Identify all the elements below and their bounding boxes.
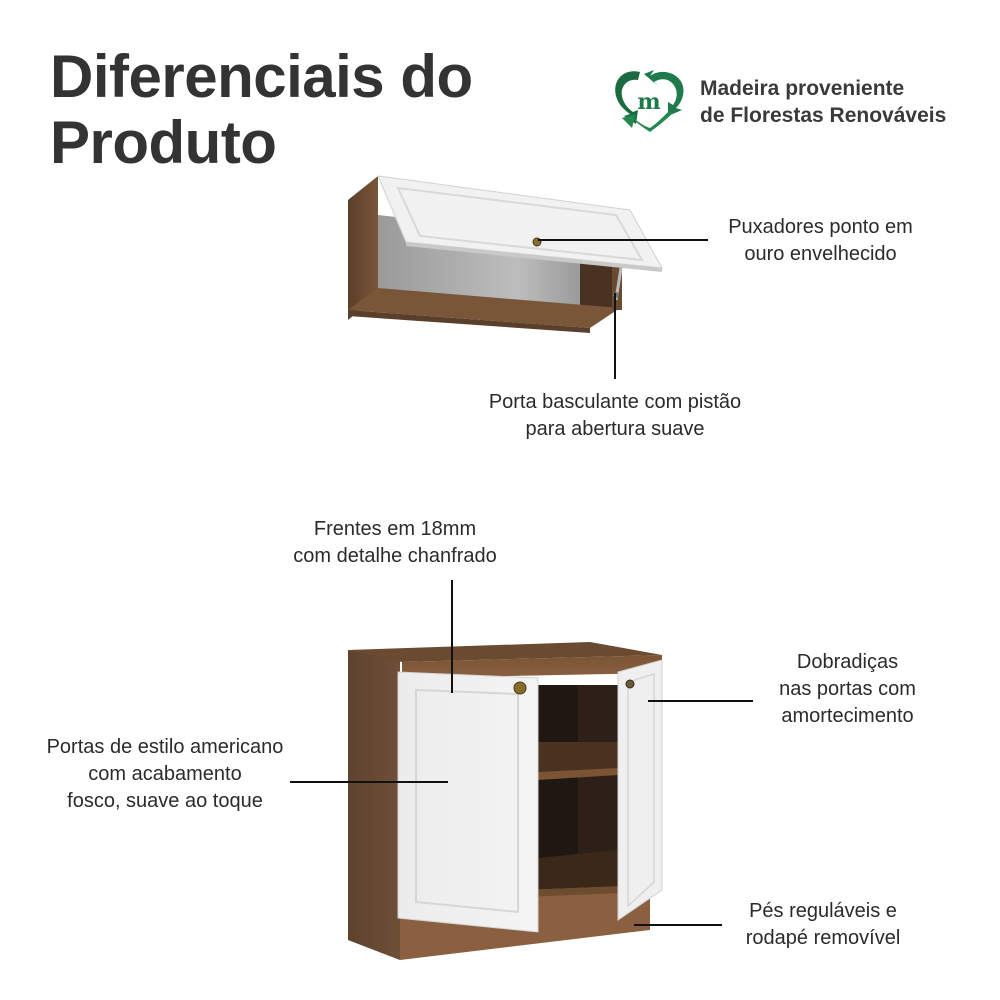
callout-doors-line-1: Portas de estilo americano: [46, 736, 284, 758]
badge-text: Madeira proveniente de Florestas Renováv…: [700, 75, 946, 129]
callout-line-handles: [538, 239, 708, 241]
callout-doors-line-2: com acabamento: [88, 763, 242, 785]
callout-line-feet: [634, 924, 722, 926]
callout-fronts-line-1: Frentes em 18mm: [313, 518, 477, 540]
callout-fronts-line-2: com detalhe chanfrado: [293, 545, 497, 567]
title-line-2: Produto: [50, 109, 277, 176]
svg-text:m: m: [637, 89, 660, 115]
callout-flip-door: Porta basculante com pistão para abertur…: [455, 389, 775, 443]
callout-flip-door-line-2: para abertura suave: [525, 418, 705, 440]
renewable-wood-badge: m Madeira proveniente de Florestas Renov…: [610, 66, 946, 138]
title-line-1: Diferenciais do: [50, 43, 473, 110]
wall-cabinet-image: [340, 170, 670, 335]
callout-hinges-line-2: nas portas com: [779, 678, 916, 700]
page-title: Diferenciais do Produto: [50, 44, 473, 176]
recycle-heart-m-icon: m: [610, 66, 688, 138]
callout-line-fronts: [451, 580, 453, 693]
callout-handles-line-2: ouro envelhecido: [744, 243, 897, 265]
callout-fronts: Frentes em 18mm com detalhe chanfrado: [260, 516, 530, 570]
callout-hinges: Dobradiças nas portas com amortecimento: [755, 649, 940, 730]
base-cabinet-image: [340, 630, 680, 970]
callout-hinges-line-3: amortecimento: [781, 705, 914, 727]
badge-line-2: de Florestas Renováveis: [700, 104, 947, 127]
callout-line-flip-door: [614, 293, 616, 379]
callout-doors-line-3: fosco, suave ao toque: [67, 790, 263, 812]
callout-feet-line-2: rodapé removível: [745, 927, 901, 949]
callout-line-hinges: [648, 700, 753, 702]
callout-hinges-line-1: Dobradiças: [796, 651, 899, 673]
callout-feet: Pés reguláveis e rodapé removível: [728, 898, 918, 952]
callout-handles: Puxadores ponto em ouro envelhecido: [708, 214, 933, 268]
callout-line-doors: [290, 781, 448, 783]
badge-line-1: Madeira proveniente: [700, 77, 905, 100]
callout-feet-line-1: Pés reguláveis e: [749, 900, 897, 922]
callout-flip-door-line-1: Porta basculante com pistão: [488, 391, 742, 413]
callout-handles-line-1: Puxadores ponto em: [728, 216, 913, 238]
callout-doors: Portas de estilo americano com acabament…: [20, 734, 310, 815]
